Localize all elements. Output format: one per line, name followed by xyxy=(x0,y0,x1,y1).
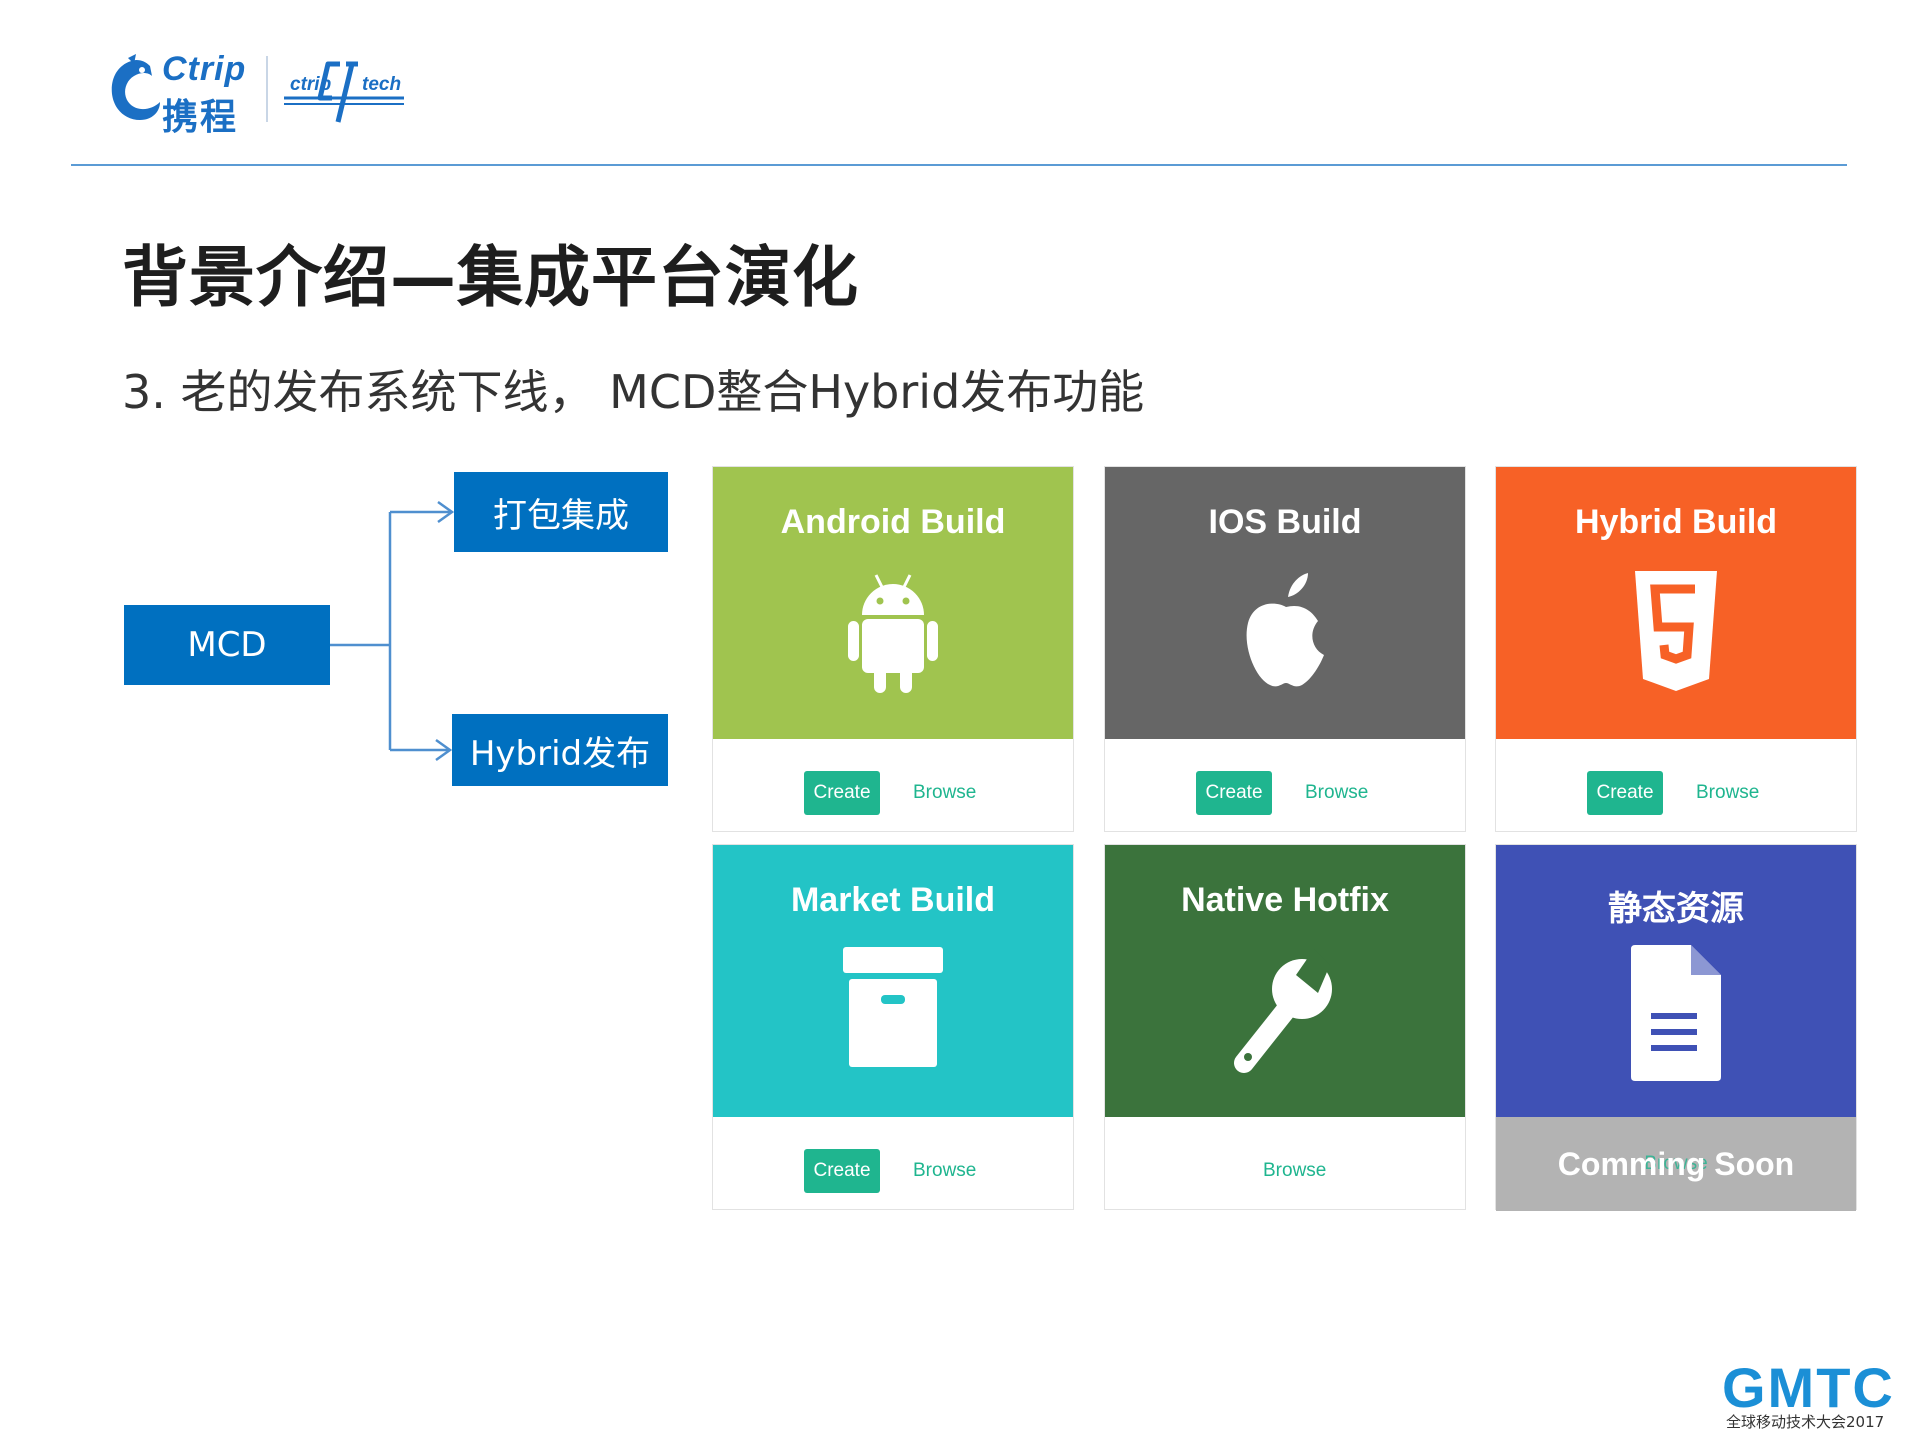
browse-link[interactable]: Browse xyxy=(1305,782,1369,803)
card-market-build: Market Build Create Browse xyxy=(712,844,1074,1210)
card-title: Market Build xyxy=(790,881,996,919)
html5-icon xyxy=(1635,571,1717,691)
android-icon xyxy=(848,574,938,693)
card-header: Hybrid Build xyxy=(1496,467,1856,739)
card-native-hotfix: Native Hotfix Browse xyxy=(1104,844,1466,1210)
gmtc-logo-text: GMTC xyxy=(1722,1356,1895,1419)
ctrip-tech-logo: ctrip tech xyxy=(284,54,404,124)
card-static-resources: 静态资源 Browse Comming Soon xyxy=(1495,844,1857,1211)
brand-en-text: Ctrip xyxy=(162,50,247,88)
coming-soon-label: Comming Soon xyxy=(1557,1145,1795,1182)
card-footer: Create Browse xyxy=(713,739,1073,833)
card-title: IOS Build xyxy=(1208,503,1362,541)
browse-link[interactable]: Browse xyxy=(1696,782,1760,803)
card-ios-build: IOS Build Create Browse xyxy=(1104,466,1466,832)
brand-cn-text: 携程 xyxy=(162,97,239,138)
page-title: 背景介绍—集成平台演化 xyxy=(122,239,859,316)
ctrip-logo: Ctrip 携程 xyxy=(106,50,256,138)
diagram-node-mcd: MCD xyxy=(124,605,330,685)
ct-mark-icon xyxy=(284,61,404,123)
card-title: Android Build xyxy=(780,503,1006,541)
card-header: Native Hotfix xyxy=(1105,845,1465,1117)
create-button[interactable]: Create xyxy=(1196,771,1272,815)
card-footer: Create Browse xyxy=(1105,739,1465,833)
card-footer: Create Browse xyxy=(1496,739,1856,833)
archive-box-icon xyxy=(843,947,943,1067)
card-title: Native Hotfix xyxy=(1181,881,1389,919)
gmtc-tagline: 全球移动技术大会2017 xyxy=(1726,1413,1885,1431)
header-rule xyxy=(71,164,1847,166)
wrench-icon xyxy=(1234,949,1332,1073)
browse-link[interactable]: Browse xyxy=(1644,1153,1708,1174)
card-header: IOS Build xyxy=(1105,467,1465,739)
card-hybrid-build: Hybrid Build Create Browse xyxy=(1495,466,1857,832)
dolphin-logo-icon xyxy=(111,54,160,120)
apple-icon xyxy=(1246,573,1324,687)
create-button[interactable]: Create xyxy=(804,1149,880,1193)
diagram-node-hybrid-release: Hybrid发布 xyxy=(452,714,668,786)
coming-soon-overlay: Browse Comming Soon xyxy=(1496,1117,1856,1211)
card-android-build: Android Build Create Browse xyxy=(712,466,1074,832)
logo-divider xyxy=(266,56,268,122)
card-title: Hybrid Build xyxy=(1574,503,1778,541)
browse-link[interactable]: Browse xyxy=(913,782,977,803)
card-title: 静态资源 xyxy=(1608,889,1744,929)
card-header: Market Build xyxy=(713,845,1073,1117)
card-footer: Create Browse xyxy=(713,1117,1073,1211)
create-button[interactable]: Create xyxy=(1587,771,1663,815)
browse-link[interactable]: Browse xyxy=(1263,1160,1327,1181)
document-icon xyxy=(1631,945,1721,1081)
browse-link[interactable]: Browse xyxy=(913,1160,977,1181)
diagram-connectors xyxy=(330,500,455,762)
create-button[interactable]: Create xyxy=(804,771,880,815)
page-subtitle: 3. 老的发布系统下线， MCD整合Hybrid发布功能 xyxy=(122,365,1145,419)
card-header: Android Build xyxy=(713,467,1073,739)
tech-logo-left-text: ctrip xyxy=(290,74,332,95)
diagram-node-pack-integration: 打包集成 xyxy=(454,472,668,552)
gmtc-logo: GMTC 全球移动技术大会2017 xyxy=(1722,1355,1895,1431)
card-header: 静态资源 xyxy=(1496,845,1856,1117)
card-footer: Browse xyxy=(1105,1117,1465,1211)
tech-logo-right-text: tech xyxy=(362,74,402,95)
